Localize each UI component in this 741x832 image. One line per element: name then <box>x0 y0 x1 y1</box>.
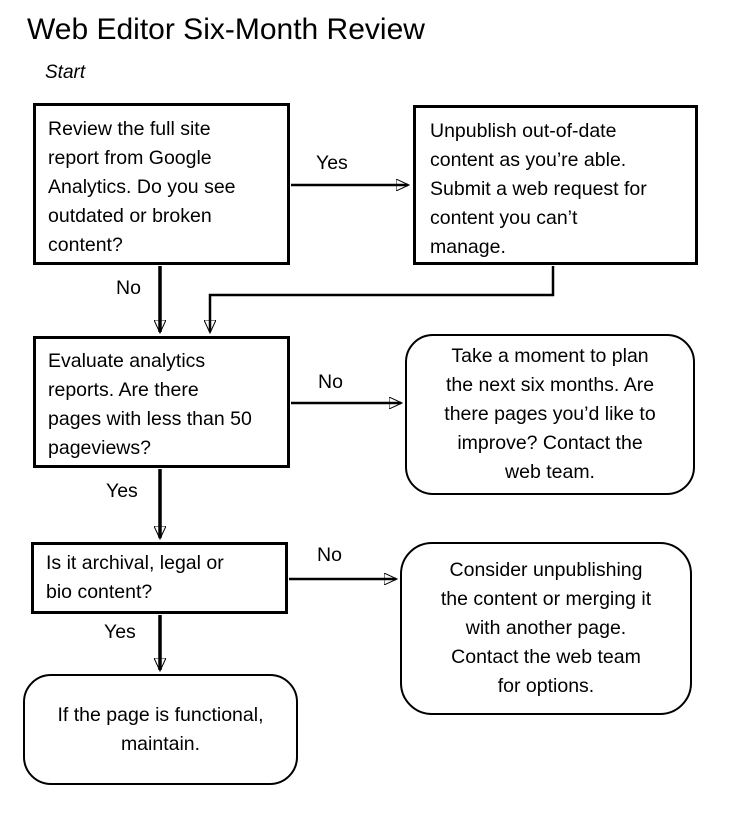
node-maintain-page: If the page is functional,maintain. <box>23 674 298 785</box>
page-title: Web Editor Six-Month Review <box>27 13 425 46</box>
start-label: Start <box>45 62 86 83</box>
arrow-unpublish-to-evaluate <box>210 266 555 332</box>
edge-label-evaluate-yes: Yes <box>106 480 138 502</box>
edge-label-review-no: No <box>116 277 141 299</box>
edge-label-archival-no: No <box>317 544 342 566</box>
edge-label-evaluate-no: No <box>318 371 343 393</box>
edge-label-archival-yes: Yes <box>104 621 136 643</box>
edge-label-review-yes: Yes <box>316 152 348 174</box>
